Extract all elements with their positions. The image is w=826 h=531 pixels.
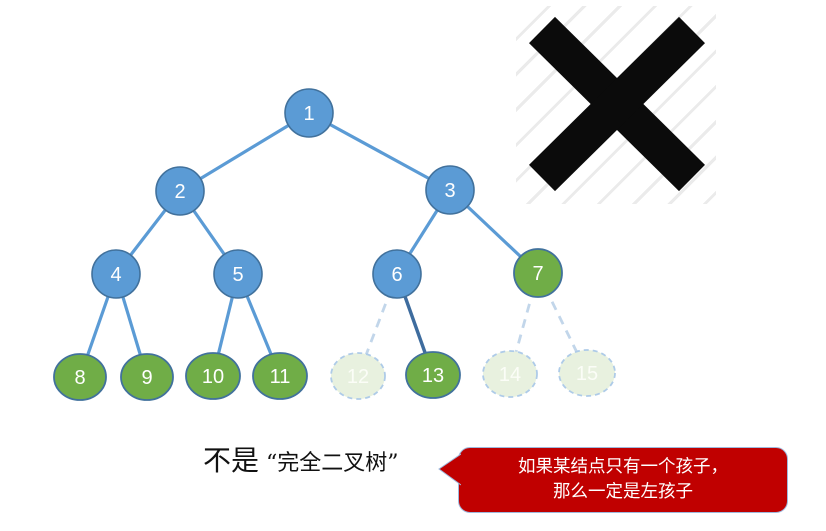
tree-node-15: 15 bbox=[558, 349, 616, 397]
svg-text:7: 7 bbox=[532, 263, 543, 285]
x-mark-icon bbox=[516, 6, 716, 204]
callout-bubble: 如果某结点只有一个孩子， 那么一定是左孩子 bbox=[458, 447, 788, 513]
svg-text:10: 10 bbox=[202, 366, 224, 388]
tree-node-6: 6 bbox=[372, 249, 422, 299]
tree-node-8: 8 bbox=[53, 353, 107, 401]
svg-text:3: 3 bbox=[444, 180, 455, 202]
tree-node-10: 10 bbox=[185, 352, 241, 400]
svg-text:11: 11 bbox=[270, 366, 291, 388]
callout-line1: 如果某结点只有一个孩子， bbox=[518, 457, 728, 477]
callout-tail bbox=[438, 453, 461, 486]
svg-text:6: 6 bbox=[391, 264, 402, 286]
tree-node-9: 9 bbox=[120, 353, 174, 401]
tree-edge-1-3 bbox=[308, 111, 451, 192]
svg-text:14: 14 bbox=[499, 364, 521, 386]
caption-prefix: 不是 bbox=[203, 444, 260, 477]
tree-node-3: 3 bbox=[425, 165, 475, 215]
tree-node-12: 12 bbox=[330, 352, 386, 400]
tree-node-7: 7 bbox=[513, 248, 563, 298]
svg-text:13: 13 bbox=[422, 365, 444, 387]
tree-node-1: 1 bbox=[284, 88, 334, 138]
svg-text:4: 4 bbox=[110, 264, 121, 286]
svg-text:1: 1 bbox=[303, 103, 314, 125]
svg-text:12: 12 bbox=[347, 366, 369, 388]
tree-node-13: 13 bbox=[405, 351, 461, 399]
svg-text:5: 5 bbox=[232, 264, 243, 286]
tree-node-5: 5 bbox=[213, 249, 263, 299]
tree-edge-1-2 bbox=[179, 111, 310, 193]
callout-line2: 那么一定是左孩子 bbox=[553, 482, 693, 502]
tree-node-2: 2 bbox=[155, 166, 205, 216]
svg-text:9: 9 bbox=[141, 367, 152, 389]
svg-text:8: 8 bbox=[74, 367, 85, 389]
tree-node-14: 14 bbox=[482, 350, 538, 398]
tree-node-4: 4 bbox=[91, 249, 141, 299]
svg-text:2: 2 bbox=[174, 181, 185, 203]
caption: 不是 “完全二叉树” bbox=[203, 444, 399, 481]
tree-node-11: 11 bbox=[252, 352, 308, 400]
caption-quoted: “完全二叉树” bbox=[266, 451, 399, 476]
svg-text:15: 15 bbox=[576, 363, 598, 385]
